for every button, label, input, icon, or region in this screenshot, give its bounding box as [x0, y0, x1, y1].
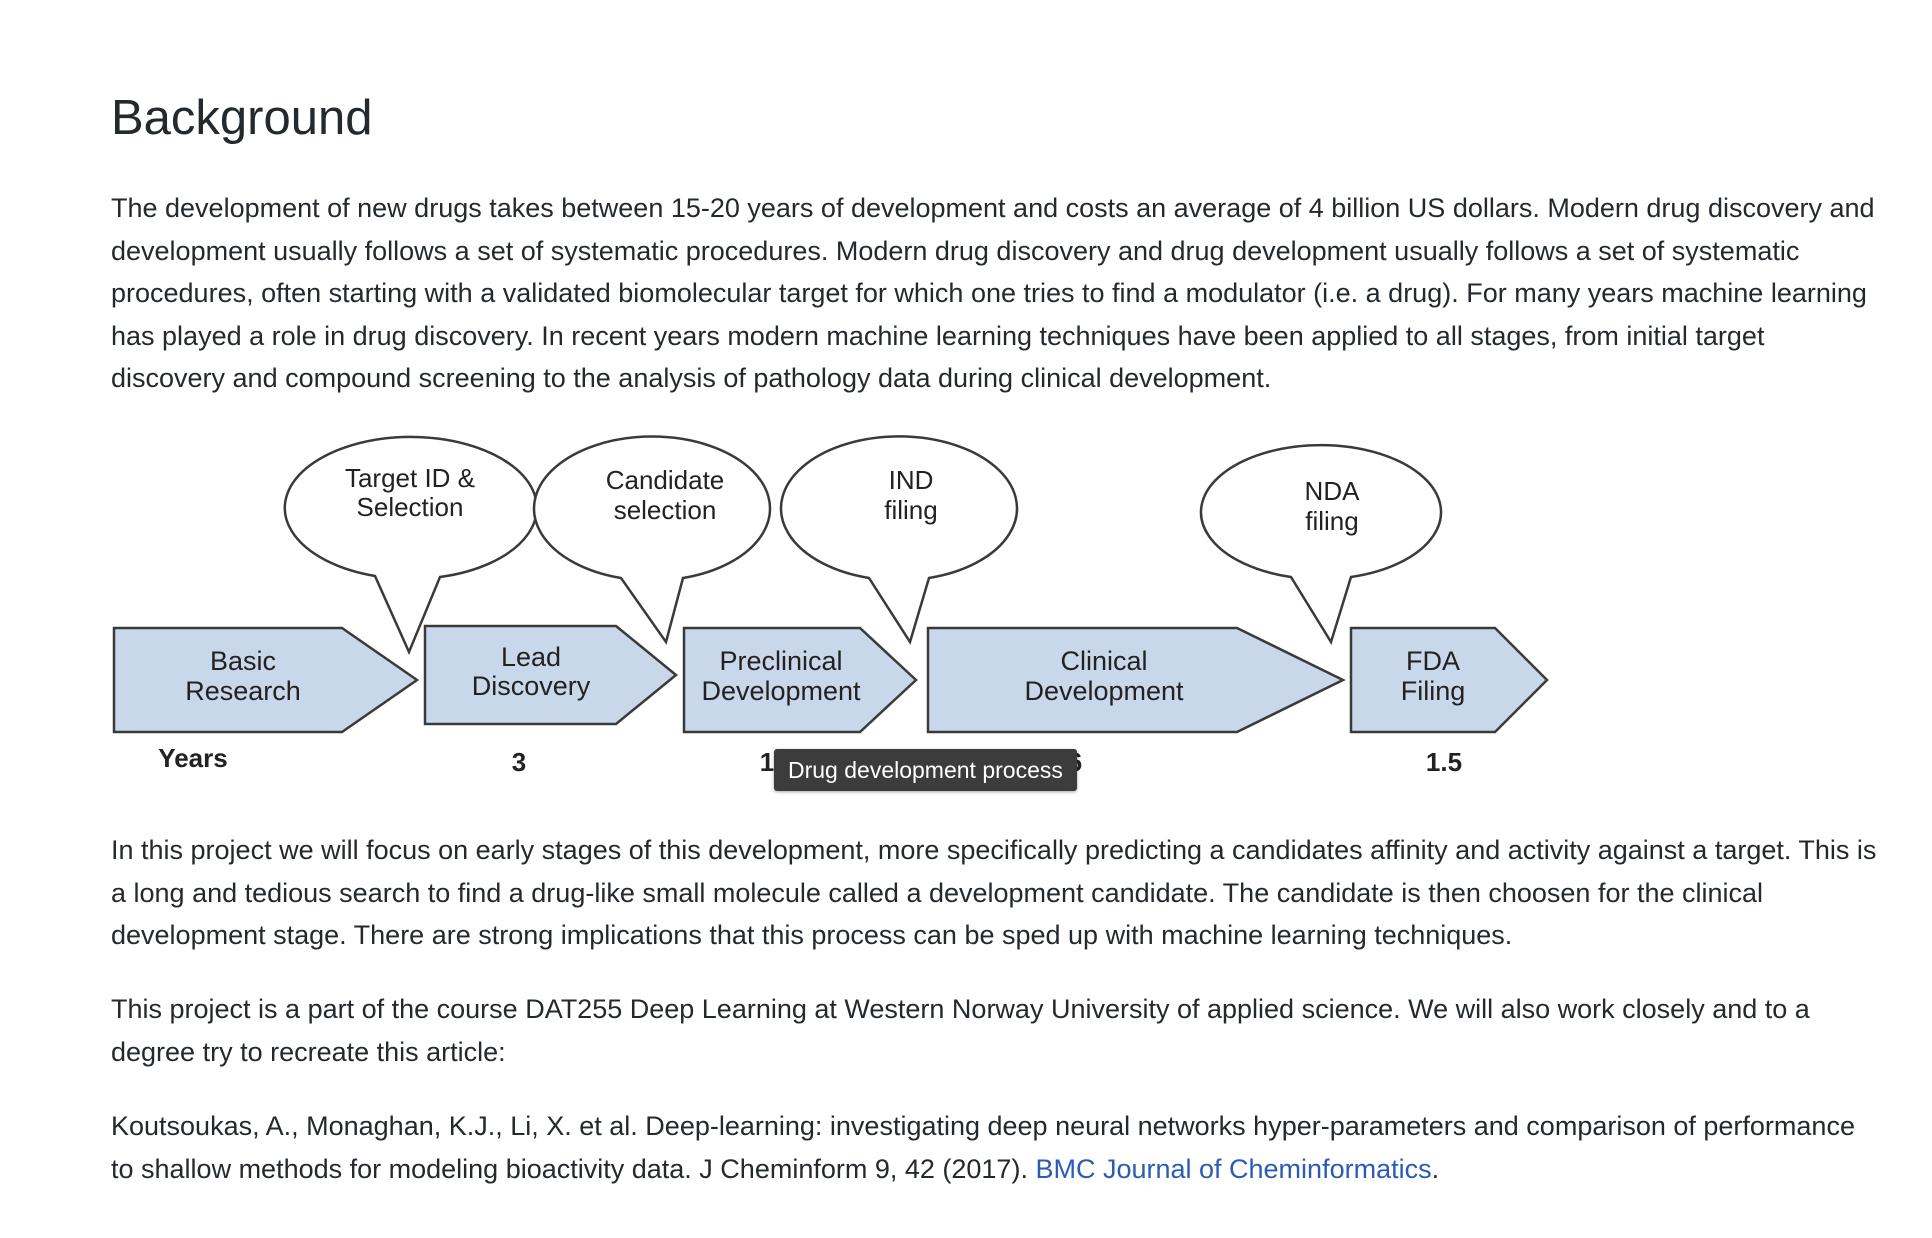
milestone-label-line2: filing: [884, 495, 937, 525]
duration-value: 1: [760, 747, 774, 777]
milestone-label-line2: Selection: [357, 492, 464, 522]
milestone-label-line1: Target ID &: [345, 463, 475, 493]
image-tooltip: Drug development process: [774, 749, 1077, 791]
drug-development-figure: Basic Research Lead Discovery Preclinica…: [111, 430, 1561, 791]
milestone-label-line1: NDA: [1305, 476, 1361, 506]
stage-label-line2: Development: [701, 676, 861, 706]
citation-text: Koutsoukas, A., Monaghan, K.J., Li, X. e…: [111, 1111, 1855, 1184]
journal-link[interactable]: BMC Journal of Cheminformatics: [1035, 1153, 1432, 1184]
drug-development-diagram: Basic Research Lead Discovery Preclinica…: [112, 435, 1549, 777]
milestone-label-line1: IND: [889, 465, 934, 495]
stage-label-line2: Research: [185, 676, 301, 706]
stage-label-line2: Filing: [1401, 676, 1466, 706]
years-label: Years: [158, 743, 227, 773]
milestone-bubble-target-id: [283, 435, 539, 656]
stage-arrow-basic-research: [112, 626, 420, 734]
milestone-label-line2: selection: [614, 495, 717, 525]
milestone-label-line1: Candidate: [606, 465, 725, 495]
duration-value: 1.5: [1426, 747, 1462, 777]
milestone-bubble-ind-filing: [779, 435, 1019, 645]
stage-label-line1: Preclinical: [719, 646, 842, 676]
milestone-bubble-nda-filing: [1199, 443, 1443, 646]
milestone-bubble-candidate-selection: [532, 435, 772, 645]
stage-arrow-fda-filing: [1349, 626, 1549, 734]
stage-label-line2: Development: [1024, 676, 1184, 706]
focus-paragraph: In this project we will focus on early s…: [111, 835, 1877, 950]
stage-label-line1: FDA: [1406, 646, 1460, 676]
intro-paragraph: The development of new drugs takes betwe…: [111, 193, 1875, 393]
stage-label-line2: Discovery: [472, 671, 591, 701]
section-title: Background: [111, 91, 373, 145]
stage-arrow-preclinical-development: [682, 626, 918, 734]
stage-label-line1: Basic: [210, 646, 276, 676]
citation-end: .: [1431, 1153, 1440, 1184]
duration-value: 3: [512, 747, 526, 777]
stage-label-line1: Clinical: [1060, 646, 1147, 676]
course-paragraph: This project is a part of the course DAT…: [111, 994, 1810, 1067]
milestone-label-line2: filing: [1305, 506, 1358, 536]
stage-label-line1: Lead: [501, 642, 561, 672]
stage-arrow-lead-discovery: [423, 624, 678, 726]
stage-arrow-clinical-development: [926, 626, 1346, 734]
citation-paragraph: Koutsoukas, A., Monaghan, K.J., Li, X. e…: [111, 1105, 1883, 1190]
